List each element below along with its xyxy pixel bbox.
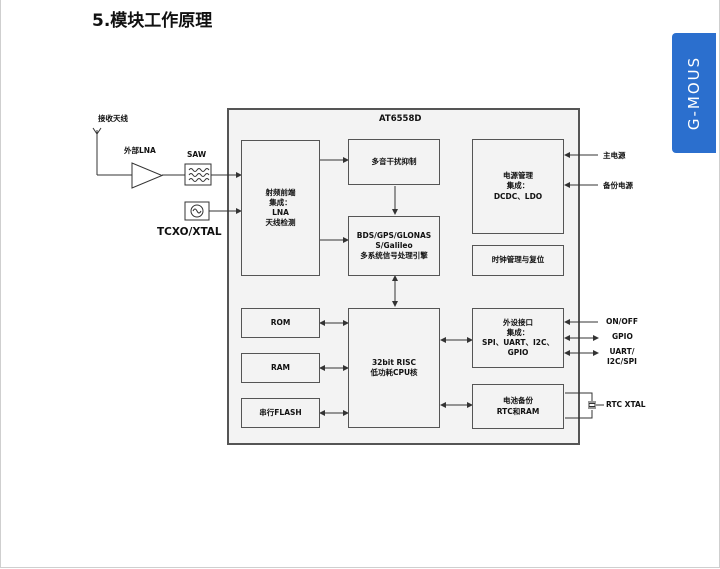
clock-reset-block: 时钟管理与复位 — [472, 245, 564, 276]
chip-label: AT6558D — [379, 114, 422, 124]
on-off-label: ON/OFF — [606, 317, 639, 326]
backup-power-label: 备份电源 — [603, 181, 633, 190]
lna-label: 外部LNA — [124, 146, 156, 155]
flash-block: 串行FLASH — [241, 398, 320, 428]
rom-block: ROM — [241, 308, 320, 338]
page-title: 5.模块工作原理 — [92, 11, 213, 31]
main-power-label: 主电源 — [603, 151, 626, 160]
interference-suppression-block: 多音干扰抑制 — [348, 139, 440, 185]
battery-backup-block: 电池备份 RTC和RAM — [472, 384, 564, 429]
cpu-block: 32bit RISC 低功耗CPU核 — [348, 308, 440, 428]
tcxo-label: TCXO/XTAL — [157, 226, 222, 238]
side-tab[interactable]: G-MOUS — [672, 33, 716, 153]
tcxo-oscillator-icon — [184, 201, 210, 221]
rtc-xtal-label: RTC XTAL — [606, 400, 646, 409]
antenna-label: 接收天线 — [98, 114, 128, 123]
signal-engine-block: BDS/GPS/GLONAS S/Galileo 多系统信号处理引擎 — [348, 216, 440, 276]
saw-filter-icon — [184, 163, 212, 186]
peripherals-block: 外设接口 集成： SPI、UART、I2C、 GPIO — [472, 308, 564, 368]
power-management-block: 电源管理 集成： DCDC、LDO — [472, 139, 564, 234]
uart-i2c-spi-label: UART/ I2C/SPI — [607, 347, 637, 366]
rf-frontend-block: 射频前端 集成： LNA 天线检测 — [241, 140, 320, 276]
ram-block: RAM — [241, 353, 320, 383]
gpio-label: GPIO — [612, 332, 633, 341]
lna-amplifier-icon — [131, 162, 164, 189]
rtc-crystal-icon — [565, 392, 604, 419]
saw-label: SAW — [187, 150, 207, 159]
antenna-icon — [92, 127, 132, 176]
